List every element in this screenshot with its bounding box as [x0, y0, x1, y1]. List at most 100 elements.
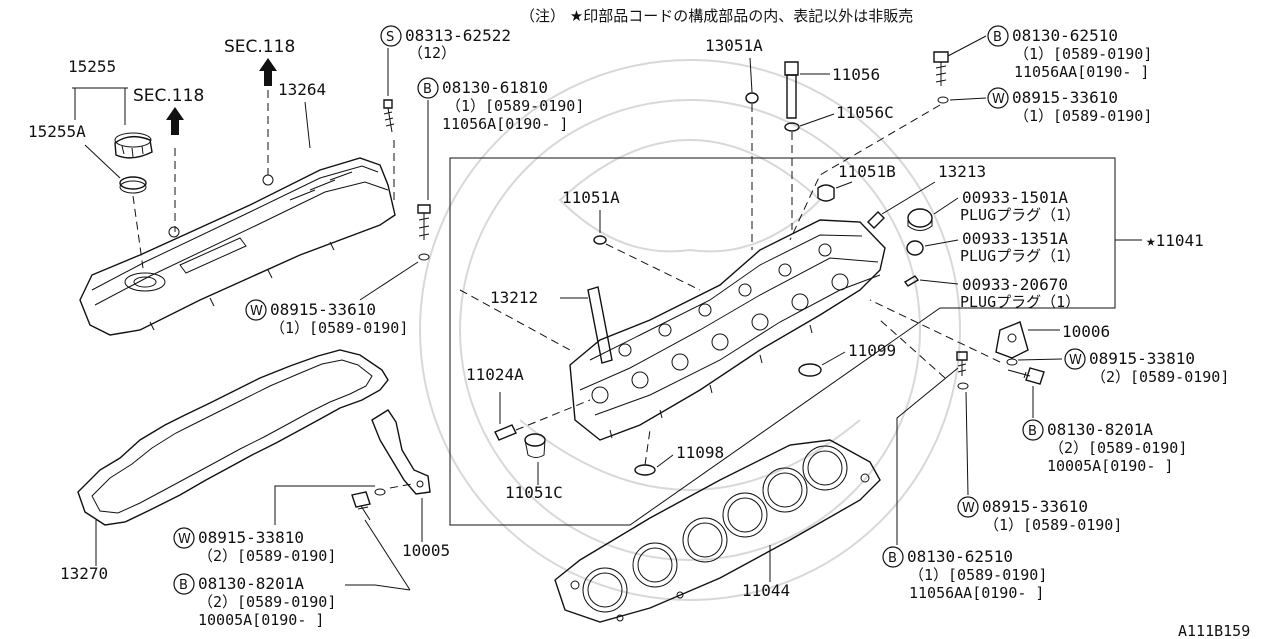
circle-w-icon [957, 496, 979, 518]
svg-text:PLUGプラグ（1）: PLUGプラグ（1） [960, 247, 1080, 265]
label-13213: 13213 [938, 162, 986, 181]
bolt-08130-8201a-right[interactable] [1007, 367, 1045, 385]
washer-08915-33810-right[interactable] [1006, 358, 1018, 366]
plug-13051a[interactable] [745, 92, 759, 104]
bracket-10005[interactable] [371, 409, 431, 495]
washer-08915-33610-left[interactable] [418, 253, 430, 261]
circle-b-icon [882, 546, 904, 568]
label-11098: 11098 [676, 443, 724, 462]
svg-text:（2）[0589-0190]: （2）[0589-0190] [1091, 368, 1229, 386]
label-10006: 10006 [1062, 322, 1110, 341]
seal-11099[interactable] [798, 363, 822, 377]
label-11024a: 11024A [466, 365, 524, 384]
washer-08915-33810-left[interactable] [374, 488, 386, 496]
svg-text:（1）[0589-0190]: （1）[0589-0190] [984, 516, 1122, 534]
label-08313-62522: 08313-62522 [405, 26, 511, 45]
svg-text:（1）[0589-0190]: （1）[0589-0190] [1014, 45, 1152, 63]
label-08915-33810-left: 08915-33810 [198, 528, 304, 547]
circle-w-icon [1064, 348, 1086, 370]
label-11041: ★11041 [1146, 231, 1204, 250]
cylinder-head-11041[interactable] [569, 219, 886, 441]
svg-text:W: W [250, 304, 263, 319]
label-13270: 13270 [60, 564, 108, 583]
svg-text:（1）[0589-0190]: （1）[0589-0190] [446, 97, 584, 115]
label-sec118-top: SEC.118 [224, 37, 295, 57]
rocker-cover-gasket-13270[interactable] [77, 349, 389, 526]
label-00933-20670: 00933-20670 [962, 275, 1068, 294]
circle-b-icon [1022, 419, 1044, 441]
plug-11051c[interactable] [524, 433, 546, 458]
label-08130-62510-bottom: 08130-62510 [907, 547, 1013, 566]
bracket-10006[interactable] [995, 321, 1029, 359]
svg-text:W: W [992, 92, 1005, 107]
svg-text:11056AA[0190- ]: 11056AA[0190- ] [1014, 63, 1149, 81]
svg-text:W: W [178, 532, 191, 547]
head-assembly-frame [449, 157, 1116, 526]
label-15255a: 15255A [28, 122, 86, 141]
washer-08915-33610-bottom[interactable] [957, 382, 969, 390]
circle-w-icon [245, 299, 267, 321]
label-00933-1501a: 00933-1501A [962, 188, 1068, 207]
svg-text:B: B [993, 30, 1002, 45]
svg-text:B: B [423, 82, 432, 97]
label-11056: 11056 [832, 65, 880, 84]
bolt-08130-8201a-left[interactable] [351, 491, 371, 521]
label-08130-8201a-left: 08130-8201A [198, 574, 304, 593]
svg-text:W: W [962, 501, 975, 516]
svg-text:10005A[0190- ]: 10005A[0190- ] [198, 611, 324, 629]
label-11044: 11044 [742, 581, 790, 600]
circle-s-icon [380, 25, 402, 47]
svg-text:（2）[0589-0190]: （2）[0589-0190] [198, 593, 336, 611]
label-08915-33810-right: 08915-33810 [1089, 349, 1195, 368]
label-11051a: 11051A [562, 188, 620, 207]
label-11056c: 11056C [836, 103, 894, 122]
plug-00933-1351a[interactable] [906, 240, 924, 256]
label-13264: 13264 [278, 80, 326, 99]
svg-text:B: B [179, 578, 188, 593]
label-08130-61810: 08130-61810 [442, 78, 548, 97]
seal-11098[interactable] [634, 464, 656, 476]
svg-text:PLUGプラグ（1）: PLUGプラグ（1） [960, 293, 1080, 311]
head-gasket-11044[interactable] [554, 439, 881, 623]
label-13051a: 13051A [705, 36, 763, 55]
pin-13213[interactable] [867, 211, 885, 229]
svg-text:11056A[0190- ]: 11056A[0190- ] [442, 115, 568, 133]
circle-w-icon [173, 527, 195, 549]
rocker-cover-13264[interactable] [79, 157, 396, 336]
svg-text:（1）[0589-0190]: （1）[0589-0190] [1014, 107, 1152, 125]
svg-text:11056AA[0190- ]: 11056AA[0190- ] [909, 584, 1044, 602]
svg-text:（1）[0589-0190]: （1）[0589-0190] [270, 319, 408, 337]
diagram-id: A111B159 [1178, 622, 1250, 639]
plug-00933-1501a[interactable] [907, 208, 933, 231]
svg-text:B: B [888, 551, 897, 566]
svg-text:10005A[0190- ]: 10005A[0190- ] [1047, 457, 1173, 475]
dowel-11024a[interactable] [494, 424, 517, 441]
plug-11051a[interactable] [593, 235, 607, 245]
plug-11051b[interactable] [817, 184, 835, 202]
washer-11056c[interactable] [784, 122, 800, 132]
label-08130-8201a-right: 08130-8201A [1047, 420, 1153, 439]
svg-text:W: W [1069, 353, 1082, 368]
oil-filler-cap-15255[interactable] [114, 132, 153, 159]
label-11051c: 11051C [505, 483, 563, 502]
svg-text:（2）[0589-0190]: （2）[0589-0190] [198, 547, 336, 565]
bolt-11056[interactable] [784, 61, 799, 119]
cap-gasket-15255a[interactable] [119, 176, 147, 194]
svg-text:B: B [1028, 424, 1037, 439]
circle-b-icon [987, 25, 1009, 47]
bolt-08130-61810[interactable] [417, 204, 431, 240]
pin-13212[interactable] [587, 286, 613, 364]
bolt-08313-62522[interactable] [383, 99, 395, 133]
bolt-08130-62510-bottom[interactable] [956, 351, 968, 376]
circle-b-icon [417, 77, 439, 99]
svg-text:S: S [386, 30, 394, 45]
bolt-08130-62510-top[interactable] [933, 51, 949, 86]
svg-text:（1）[0589-0190]: （1）[0589-0190] [909, 566, 1047, 584]
washer-08915-33610-top[interactable] [937, 96, 949, 104]
svg-text:（2）[0589-0190]: （2）[0589-0190] [1049, 439, 1187, 457]
label-sec118-left: SEC.118 [133, 86, 204, 106]
plug-00933-20670[interactable] [903, 275, 920, 287]
label-08915-33610-left: 08915-33610 [270, 300, 376, 319]
label-08915-33610-bottom: 08915-33610 [982, 497, 1088, 516]
